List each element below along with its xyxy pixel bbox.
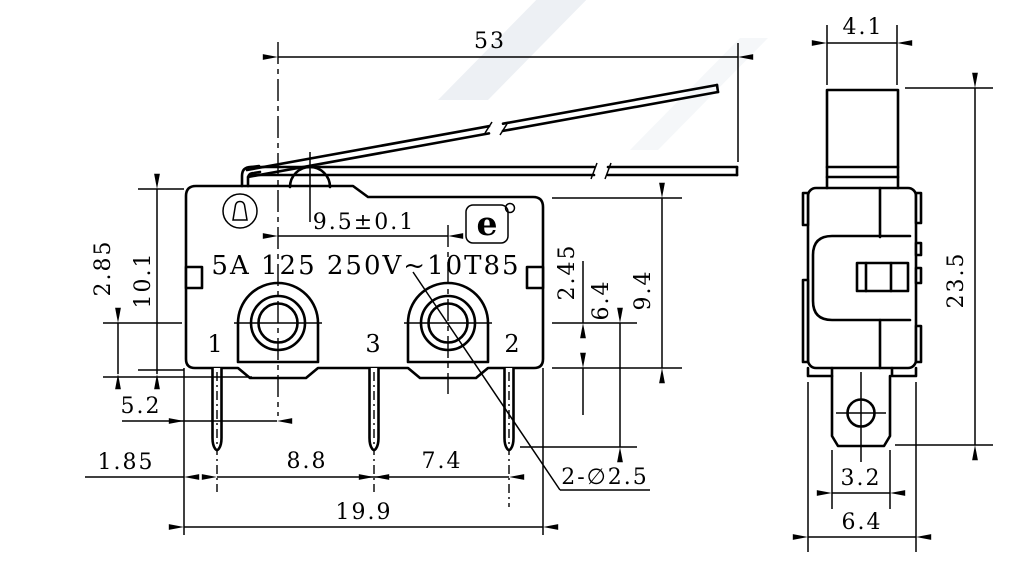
right-side-window <box>525 265 545 290</box>
dim-text-9.5: 9.5±0.1 <box>313 210 415 235</box>
dim-text-8.8: 8.8 <box>287 449 328 474</box>
terminal-pin-1 <box>211 368 223 452</box>
break-mark <box>604 162 612 180</box>
terminal-pin-3 <box>368 368 380 452</box>
dim-text-2.85: 2.85 <box>91 240 116 297</box>
cert-letter: e <box>477 204 498 243</box>
dim-button-width: 4.1 <box>811 15 913 85</box>
side-button <box>825 88 900 190</box>
switch-body-outline <box>184 184 545 380</box>
lever-raised <box>245 83 720 179</box>
dim-text-4.1: 4.1 <box>843 15 884 40</box>
dim-total-height: 23.5 <box>895 72 993 461</box>
lever-pivot-hook <box>240 164 262 188</box>
cert-mark-e: e <box>465 202 516 244</box>
left-side-window <box>184 265 204 290</box>
plunger-dome <box>288 165 332 189</box>
break-mark <box>590 162 598 180</box>
front-view: e 5A 125 250V~10T85 1 3 2 53 9.5±0.1 2.8… <box>85 29 754 535</box>
terminal-label-2: 2 <box>504 330 519 358</box>
dim-text-2.45: 2.45 <box>555 244 580 301</box>
side-bottom-lips <box>806 366 918 378</box>
terminal-label-3: 3 <box>365 330 380 358</box>
terminal-pin-2 <box>503 368 515 452</box>
dim-text-9.4: 9.4 <box>631 270 656 311</box>
dim-bottom-left: 5.2 1.85 8.8 7.4 19.9 <box>85 368 559 535</box>
mounting-hole-1 <box>234 281 322 364</box>
terminal-pins <box>211 368 515 452</box>
cert-mark-circle <box>222 193 258 229</box>
dim-text-23.5: 23.5 <box>944 252 969 309</box>
dim-text-6.4-left: 6.4 <box>589 280 614 321</box>
rating-text: 5A 125 250V~10T85 <box>211 251 520 281</box>
side-body-outline <box>806 186 918 370</box>
dim-lever-length: 53 <box>262 29 754 162</box>
watermark <box>438 0 768 150</box>
dim-left-side: 2.85 10.1 <box>91 173 252 390</box>
dim-text-7.4: 7.4 <box>422 449 463 474</box>
dim-text-6.4-side: 6.4 <box>842 510 883 535</box>
dim-text-10.1: 10.1 <box>131 252 156 309</box>
dim-right-side: 2.45 6.4 9.4 <box>520 182 682 463</box>
dim-terminal-width: 3.2 <box>816 450 906 509</box>
side-inner-detail <box>811 186 912 370</box>
terminal-label-1: 1 <box>207 330 222 358</box>
dim-body-depth: 6.4 <box>792 382 932 552</box>
dim-hole-spacing: 9.5±0.1 <box>262 210 464 239</box>
break-mark <box>484 121 493 134</box>
dim-text-2xd2.5: 2-∅2.5 <box>561 465 649 490</box>
side-terminal <box>830 372 892 462</box>
break-mark <box>499 123 508 136</box>
hole-callout: 2-∅2.5 <box>412 271 650 491</box>
dim-text-1.85: 1.85 <box>98 450 155 475</box>
side-latch-tabs <box>801 191 923 364</box>
dim-text-3.2: 3.2 <box>841 466 882 491</box>
side-view: 4.1 23.5 3.2 6.4 <box>792 15 993 552</box>
mounting-hole-2 <box>404 281 492 364</box>
dim-text-53: 53 <box>474 29 506 54</box>
dim-text-5.2: 5.2 <box>121 394 162 419</box>
dim-text-19.9: 19.9 <box>336 500 393 525</box>
